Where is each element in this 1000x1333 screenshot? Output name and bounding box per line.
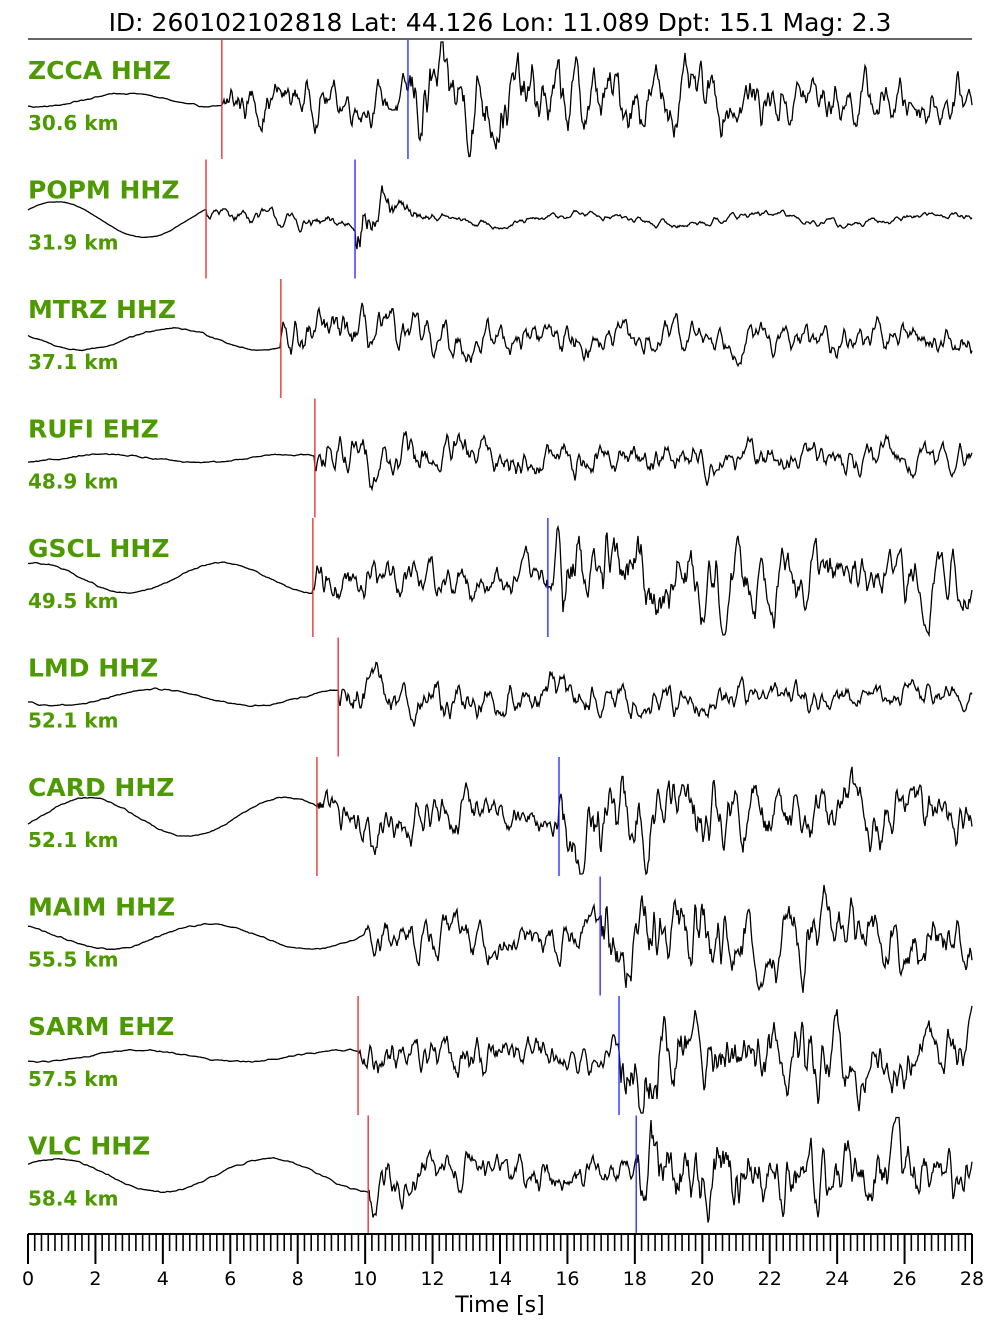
station-label: POPM HHZ xyxy=(28,176,179,205)
x-tick-label: 18 xyxy=(623,1268,647,1290)
station-label: SARM EHZ xyxy=(28,1012,174,1041)
waveform xyxy=(28,431,973,492)
station-label: MAIM HHZ xyxy=(28,893,175,922)
chart-title: ID: 260102102818 Lat: 44.126 Lon: 11.089… xyxy=(109,8,892,37)
station-label: GSCL HHZ xyxy=(28,534,169,563)
traces: ZCCA HHZ 30.6 km POPM HHZ 31.9 km MTRZ HHZ 37… xyxy=(27,40,973,1235)
x-tick-label: 20 xyxy=(690,1268,714,1290)
x-tick-label: 2 xyxy=(89,1268,101,1290)
trace-panel: SARM EHZ 57.5 km xyxy=(27,996,973,1115)
station-label: LMD HHZ xyxy=(28,654,158,683)
x-tick-label: 12 xyxy=(420,1268,444,1290)
trace-panel: MAIM HHZ 55.5 km xyxy=(28,876,973,996)
x-tick-label: 10 xyxy=(353,1268,377,1290)
distance-label: 58.4 km xyxy=(28,1187,118,1211)
trace-panel: LMD HHZ 52.1 km xyxy=(27,637,973,757)
x-tick-label: 26 xyxy=(892,1268,916,1290)
x-axis-label: Time [s] xyxy=(454,1293,544,1318)
station-label: RUFI EHZ xyxy=(28,415,159,444)
trace-panel: POPM HHZ 31.9 km xyxy=(27,159,973,279)
distance-label: 49.5 km xyxy=(28,589,118,613)
x-tick-label: 8 xyxy=(292,1268,304,1290)
trace-panel: VLC HHZ 58.4 km xyxy=(27,1115,973,1235)
waveform xyxy=(27,185,973,250)
waveform xyxy=(27,302,973,368)
distance-label: 30.6 km xyxy=(28,111,118,135)
trace-panel: RUFI EHZ 48.9 km xyxy=(28,398,973,518)
waveform xyxy=(27,1116,973,1223)
distance-label: 55.5 km xyxy=(28,948,118,972)
distance-label: 57.5 km xyxy=(28,1067,118,1091)
x-tick-label: 28 xyxy=(960,1268,984,1290)
waveform xyxy=(27,661,973,727)
station-label: MTRZ HHZ xyxy=(28,295,176,324)
x-tick-label: 6 xyxy=(224,1268,236,1290)
waveform xyxy=(27,766,973,876)
x-tick-label: 22 xyxy=(758,1268,782,1290)
distance-label: 52.1 km xyxy=(28,828,118,852)
x-tick-label: 4 xyxy=(157,1268,169,1290)
trace-panel: MTRZ HHZ 37.1 km xyxy=(27,279,973,398)
x-tick-label: 16 xyxy=(555,1268,579,1290)
x-tick-label: 14 xyxy=(488,1268,512,1290)
waveform xyxy=(27,524,973,638)
distance-label: 52.1 km xyxy=(28,709,118,733)
station-label: ZCCA HHZ xyxy=(28,56,171,85)
trace-panel: GSCL HHZ 49.5 km xyxy=(27,518,973,638)
x-tick-label: 0 xyxy=(22,1268,34,1290)
distance-label: 48.9 km xyxy=(28,470,118,494)
x-tick-label: 24 xyxy=(825,1268,849,1290)
waveform xyxy=(28,41,973,158)
trace-panel: CARD HHZ 52.1 km xyxy=(27,757,973,876)
trace-panel: ZCCA HHZ 30.6 km xyxy=(28,40,973,159)
waveform xyxy=(27,1005,973,1114)
station-label: CARD HHZ xyxy=(28,773,174,802)
distance-label: 31.9 km xyxy=(28,231,118,255)
distance-label: 37.1 km xyxy=(28,350,118,374)
waveform xyxy=(28,884,973,993)
station-label: VLC HHZ xyxy=(28,1132,150,1161)
